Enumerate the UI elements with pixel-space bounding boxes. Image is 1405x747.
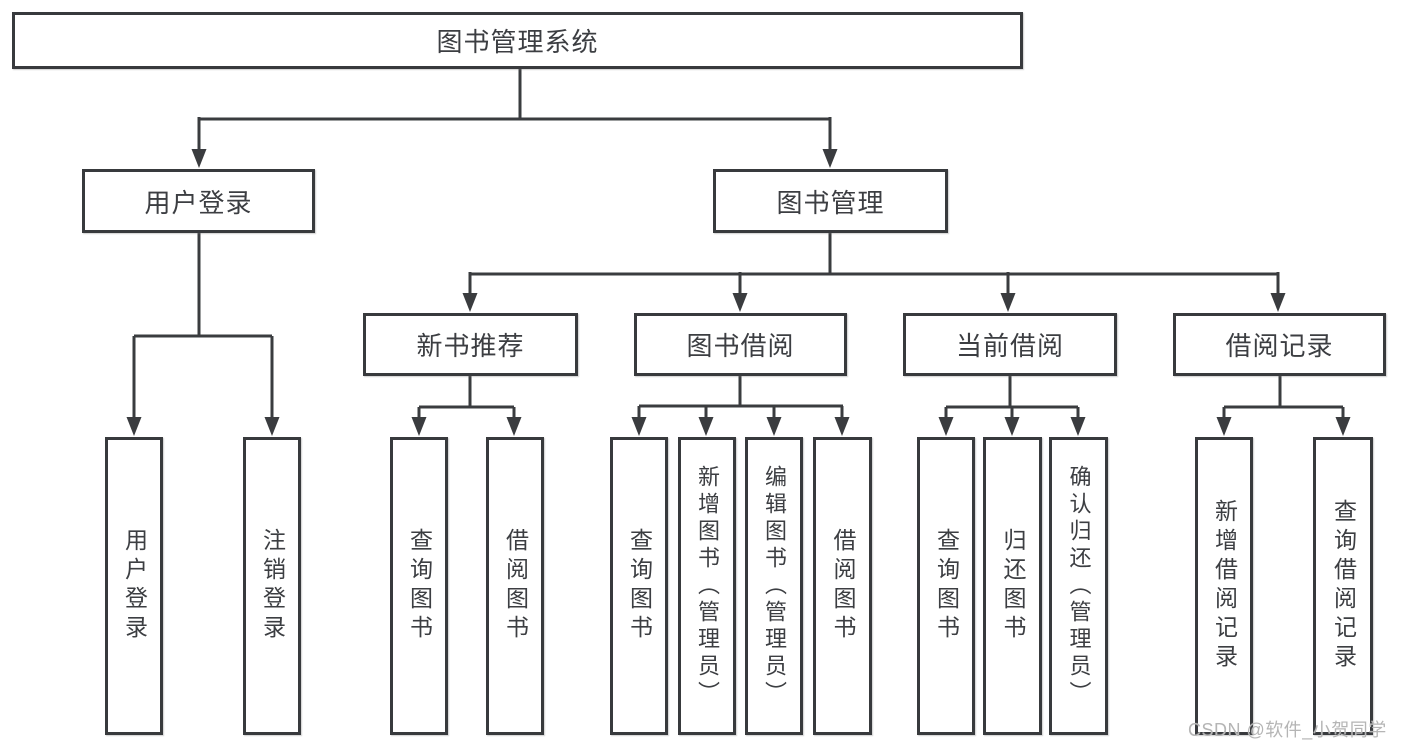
leaf-query-book-1-label: 查询图书 — [406, 528, 433, 644]
leaf-add-book: 新增图书（管理员） — [678, 437, 736, 735]
node-current-borrow-label: 当前借阅 — [955, 331, 1064, 361]
leaf-edit-book: 编辑图书（管理员） — [745, 437, 803, 735]
leaf-confirm-return: 确认归还（管理员） — [1049, 437, 1108, 735]
node-current-borrow: 当前借阅 — [903, 313, 1117, 376]
leaf-logout: 注销登录 — [243, 437, 301, 735]
leaf-query-book-3: 查询图书 — [917, 437, 975, 735]
leaf-user-login: 用户登录 — [105, 437, 163, 735]
leaf-borrow-book-1: 借阅图书 — [486, 437, 544, 735]
node-root-label: 图书管理系统 — [436, 27, 599, 57]
node-borrow-records-label: 借阅记录 — [1225, 331, 1334, 361]
node-book-mgmt-label: 图书管理 — [776, 187, 885, 218]
leaf-query-borrow-record: 查询借阅记录 — [1313, 437, 1373, 735]
leaf-query-book-1: 查询图书 — [390, 437, 448, 735]
node-book-borrow-label: 图书借阅 — [686, 331, 795, 361]
leaf-borrow-book-2: 借阅图书 — [813, 437, 872, 735]
leaf-edit-book-label: 编辑图书（管理员） — [762, 464, 787, 708]
leaf-user-login-label: 用户登录 — [121, 528, 148, 644]
leaf-confirm-return-label: 确认归还（管理员） — [1066, 464, 1092, 708]
leaf-add-book-label: 新增图书（管理员） — [695, 464, 720, 708]
leaf-query-book-2: 查询图书 — [610, 437, 668, 735]
node-user-login-label: 用户登录 — [144, 187, 253, 218]
leaf-return-book: 归还图书 — [983, 437, 1042, 735]
leaf-add-borrow-record-label: 新增借阅记录 — [1211, 499, 1238, 673]
node-user-login: 用户登录 — [82, 169, 315, 233]
leaf-borrow-book-2-label: 借阅图书 — [830, 528, 856, 644]
node-borrow-records: 借阅记录 — [1173, 313, 1386, 376]
node-new-book-rec-label: 新书推荐 — [416, 331, 525, 361]
leaf-logout-label: 注销登录 — [259, 528, 286, 644]
csdn-watermark: CSDN @软件_小贺同学 — [1188, 720, 1387, 740]
leaf-query-borrow-record-label: 查询借阅记录 — [1330, 499, 1357, 673]
leaf-query-book-3-label: 查询图书 — [933, 528, 960, 644]
node-new-book-rec: 新书推荐 — [363, 313, 578, 376]
leaf-return-book-label: 归还图书 — [1000, 528, 1026, 644]
leaf-query-book-2-label: 查询图书 — [626, 528, 653, 644]
leaf-add-borrow-record: 新增借阅记录 — [1195, 437, 1253, 735]
node-book-mgmt: 图书管理 — [713, 169, 948, 233]
node-book-borrow: 图书借阅 — [634, 313, 847, 376]
node-root: 图书管理系统 — [12, 12, 1023, 69]
leaf-borrow-book-1-label: 借阅图书 — [502, 528, 529, 644]
